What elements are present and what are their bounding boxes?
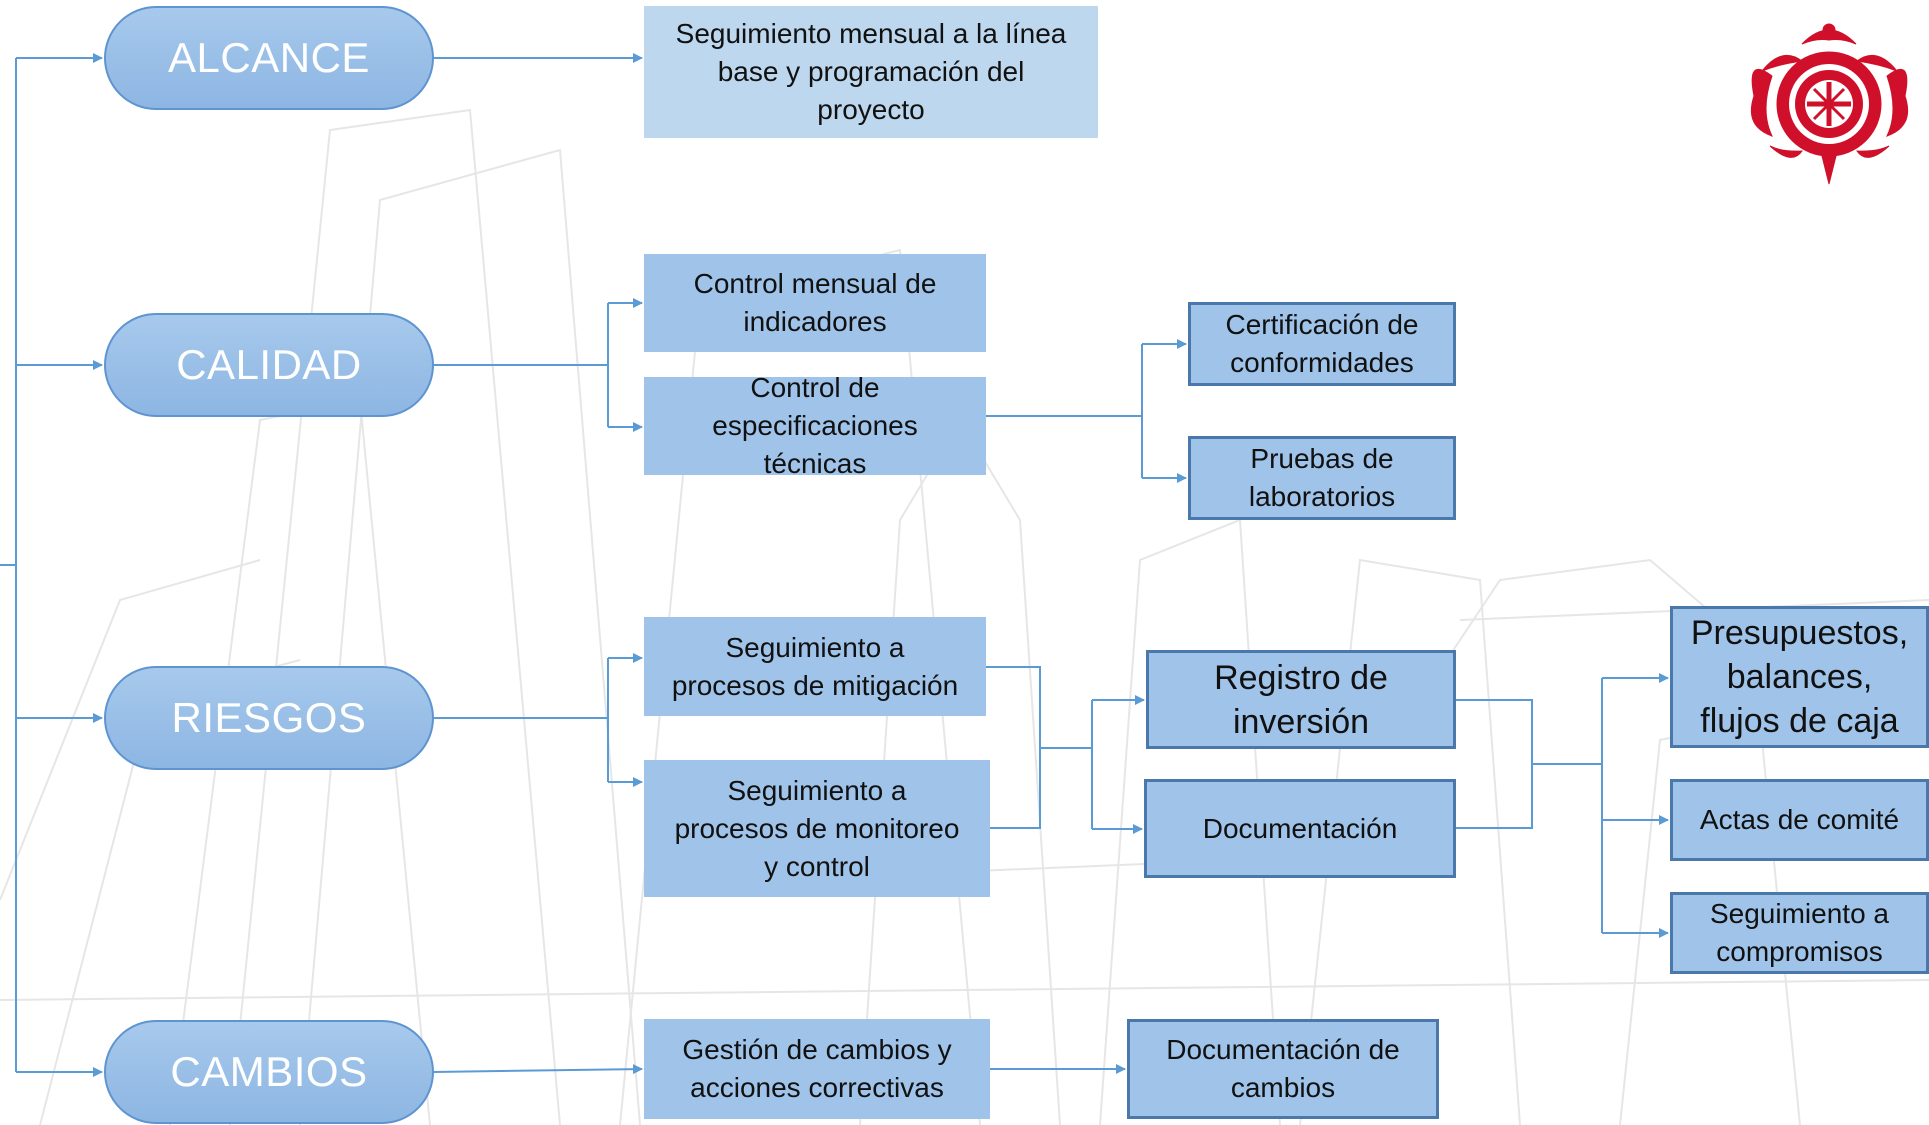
box-control-especificaciones[interactable]: Control de especificaciones técnicas <box>644 372 986 479</box>
box-gestion-cambios[interactable]: Gestión de cambios y acciones correctiva… <box>644 1019 990 1119</box>
box-seguimiento-monitoreo[interactable]: Seguimiento a procesos de monitoreo y co… <box>644 760 990 897</box>
box-seguimiento-linea-base[interactable]: Seguimiento mensual a la línea base y pr… <box>644 6 1098 138</box>
box-control-indicadores[interactable]: Control mensual de indicadores <box>644 254 986 352</box>
category-riesgos[interactable]: RIESGOS <box>104 666 434 770</box>
box-pruebas-laboratorios[interactable]: Pruebas de laboratorios <box>1188 436 1456 520</box>
box-presupuestos-balances[interactable]: Presupuestos, balances, flujos de caja <box>1670 606 1929 748</box>
box-documentacion-cambios[interactable]: Documentación de cambios <box>1127 1019 1439 1119</box>
category-calidad[interactable]: CALIDAD <box>104 313 434 417</box>
category-alcance[interactable]: ALCANCE <box>104 6 434 110</box>
university-crest-logo <box>1750 23 1909 185</box>
box-seguimiento-compromisos[interactable]: Seguimiento a compromisos <box>1670 892 1929 974</box>
box-registro-inversion[interactable]: Registro de inversión <box>1146 650 1456 749</box>
box-certificacion-conformidades[interactable]: Certificación de conformidades <box>1188 302 1456 386</box>
category-cambios[interactable]: CAMBIOS <box>104 1020 434 1124</box>
box-seguimiento-mitigacion[interactable]: Seguimiento a procesos de mitigación <box>644 617 986 716</box>
box-documentacion[interactable]: Documentación <box>1144 779 1456 878</box>
box-actas-comite[interactable]: Actas de comité <box>1670 779 1929 861</box>
